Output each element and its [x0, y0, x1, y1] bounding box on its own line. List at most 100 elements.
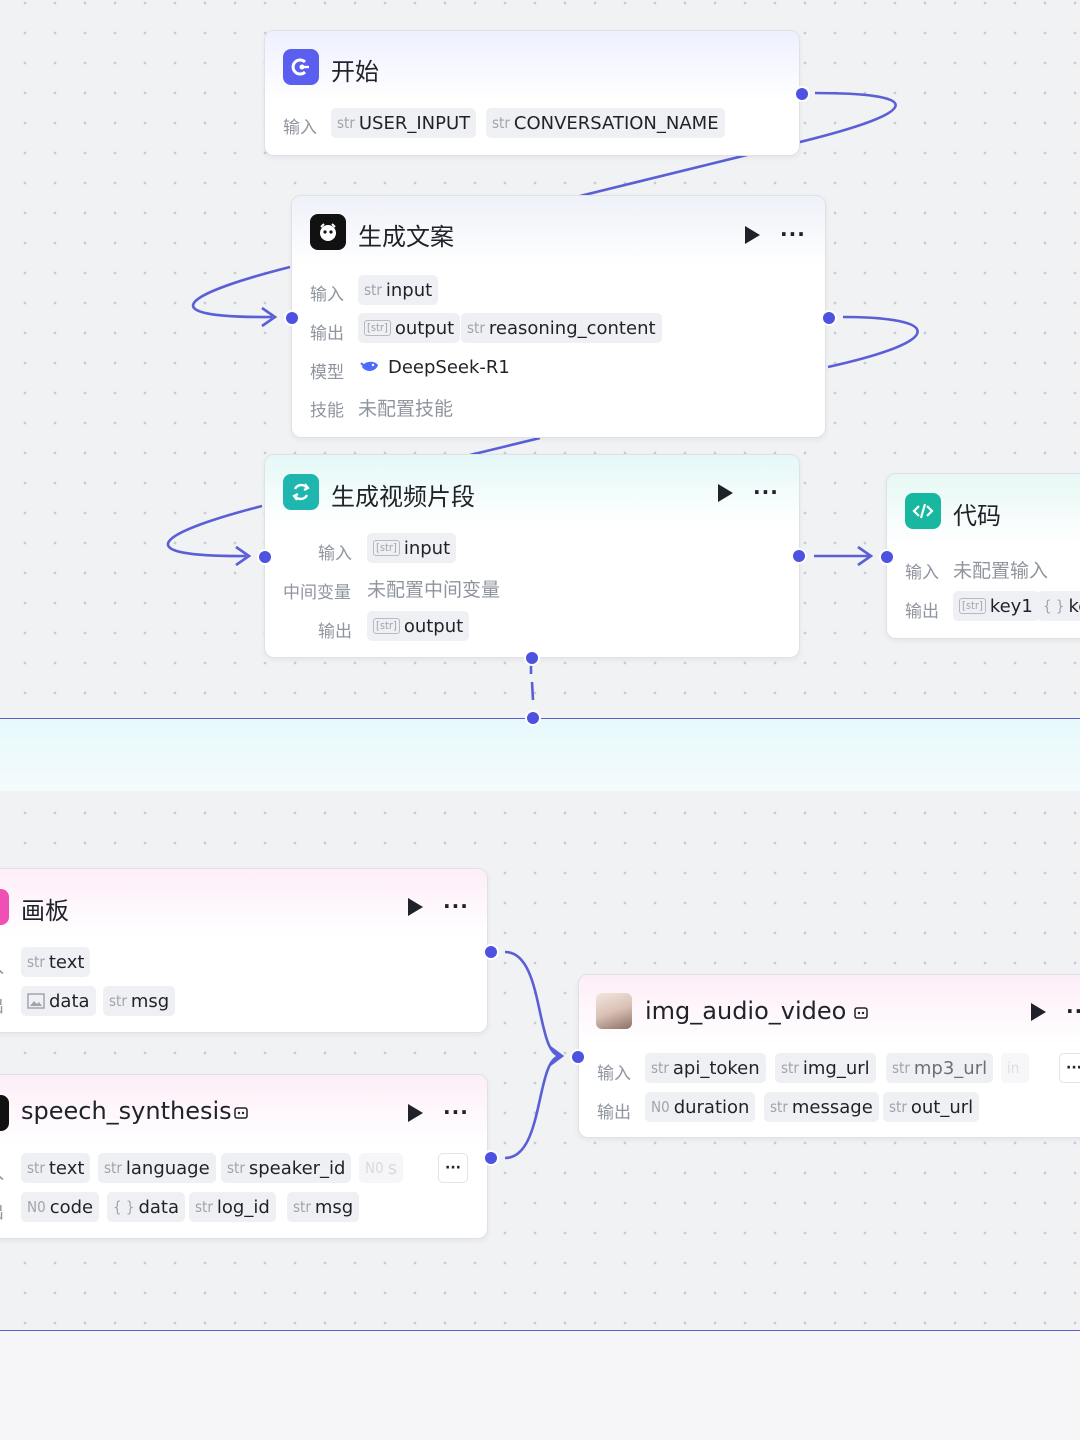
port-iav-in[interactable] — [570, 1049, 586, 1065]
output-label: 输出 — [318, 622, 352, 642]
input-label: 入 — [0, 953, 4, 978]
node-title: 开始 — [331, 58, 379, 86]
input-label: 输入 — [597, 1064, 631, 1084]
port-gen-copy-out[interactable] — [821, 310, 837, 326]
port-start-out[interactable] — [794, 86, 810, 102]
more-options-button[interactable]: ··· — [1066, 999, 1080, 1023]
port-gen-copy-in[interactable] — [284, 310, 300, 326]
run-button[interactable] — [1031, 1003, 1046, 1021]
node-title: img_audio_video — [645, 997, 847, 1025]
mid-var-label: 中间变量 — [283, 583, 351, 603]
output-var-output[interactable]: [str]output — [358, 313, 461, 343]
output-label: 出 — [0, 1198, 4, 1223]
input-label: 输入 — [905, 563, 939, 583]
output-var-key1[interactable]: [str]key1 — [953, 591, 1039, 621]
node-title: 生成文案 — [358, 223, 454, 251]
input-label: 输入 — [283, 118, 317, 138]
more-options-button[interactable]: ··· — [443, 894, 469, 918]
deepseek-whale-icon — [360, 358, 380, 380]
input-label: 输入 — [318, 544, 352, 564]
image-type-icon — [27, 993, 45, 1009]
port-gen-video-in[interactable] — [257, 549, 273, 565]
loop-icon — [283, 474, 319, 510]
port-loop-body[interactable] — [525, 710, 541, 726]
more-options-button[interactable]: ··· — [753, 480, 779, 504]
canvas-outside-area — [0, 1331, 1080, 1440]
port-canvas-out[interactable] — [483, 944, 499, 960]
output-label: 出 — [0, 992, 4, 1017]
node-title: 代码 — [953, 502, 1001, 530]
output-label: 输出 — [905, 602, 939, 622]
more-options-button[interactable]: ··· — [780, 222, 806, 246]
run-button[interactable] — [745, 226, 760, 244]
model-value: DeepSeek-R1 — [388, 357, 510, 378]
more-options-button[interactable]: ··· — [443, 1100, 469, 1124]
arrow-code-in — [857, 545, 874, 567]
run-button[interactable] — [718, 484, 733, 502]
arrow-video-in — [235, 545, 252, 567]
edge-speech-to-iav — [504, 1054, 562, 1160]
port-gen-video-bottom[interactable] — [524, 650, 540, 666]
node-title: speech_synthesis — [21, 1097, 232, 1125]
model-label: 模型 — [310, 363, 344, 383]
robot-icon — [310, 214, 346, 250]
input-var-input[interactable]: [str]input — [367, 533, 457, 563]
arrow-iav-in — [549, 1045, 565, 1067]
more-inputs-button[interactable]: ··· — [438, 1153, 468, 1183]
node-title: 生成视频片段 — [331, 483, 475, 511]
plugin-badge-icon — [233, 1105, 249, 1125]
output-var-data[interactable]: strdata — [21, 986, 96, 1016]
port-speech-out[interactable] — [483, 1150, 499, 1166]
input-var-faded[interactable]: in — [1001, 1053, 1030, 1083]
plugin-icon — [0, 1095, 9, 1131]
edge-gen-copy-to-video — [827, 315, 919, 369]
output-label: 输出 — [597, 1103, 631, 1123]
port-code-in[interactable] — [879, 549, 895, 565]
loop-body-band — [0, 718, 1080, 791]
port-gen-video-out[interactable] — [791, 548, 807, 564]
output-var-data[interactable]: { }data — [107, 1192, 185, 1222]
skill-value: 未配置技能 — [358, 398, 454, 420]
node-gen-video[interactable]: 生成视频片段 ··· 输入 [str]input 中间变量 未配置中间变量 输出… — [264, 454, 800, 658]
node-code[interactable]: 代码 输入 未配置输入 输出 [str]key1 { }ke — [886, 473, 1080, 639]
run-button[interactable] — [408, 898, 423, 916]
edge-canvas-to-iav — [504, 950, 562, 1058]
plugin-avatar-icon — [596, 993, 632, 1029]
arrow-gen-copy-in — [261, 306, 278, 328]
output-var-output[interactable]: [str]output — [367, 611, 470, 641]
canvas-icon — [0, 889, 9, 925]
output-var-ke[interactable]: { }ke — [1037, 591, 1080, 621]
loop-body-bottom-border — [0, 1330, 1080, 1331]
run-button[interactable] — [408, 1104, 423, 1122]
start-flag-icon — [283, 49, 319, 85]
plugin-badge-icon — [853, 1005, 869, 1025]
skill-label: 技能 — [310, 401, 344, 421]
input-label: 输入 — [310, 285, 344, 305]
input-value: 未配置输入 — [953, 560, 1049, 582]
more-inputs-button[interactable]: ··· — [1059, 1053, 1080, 1083]
